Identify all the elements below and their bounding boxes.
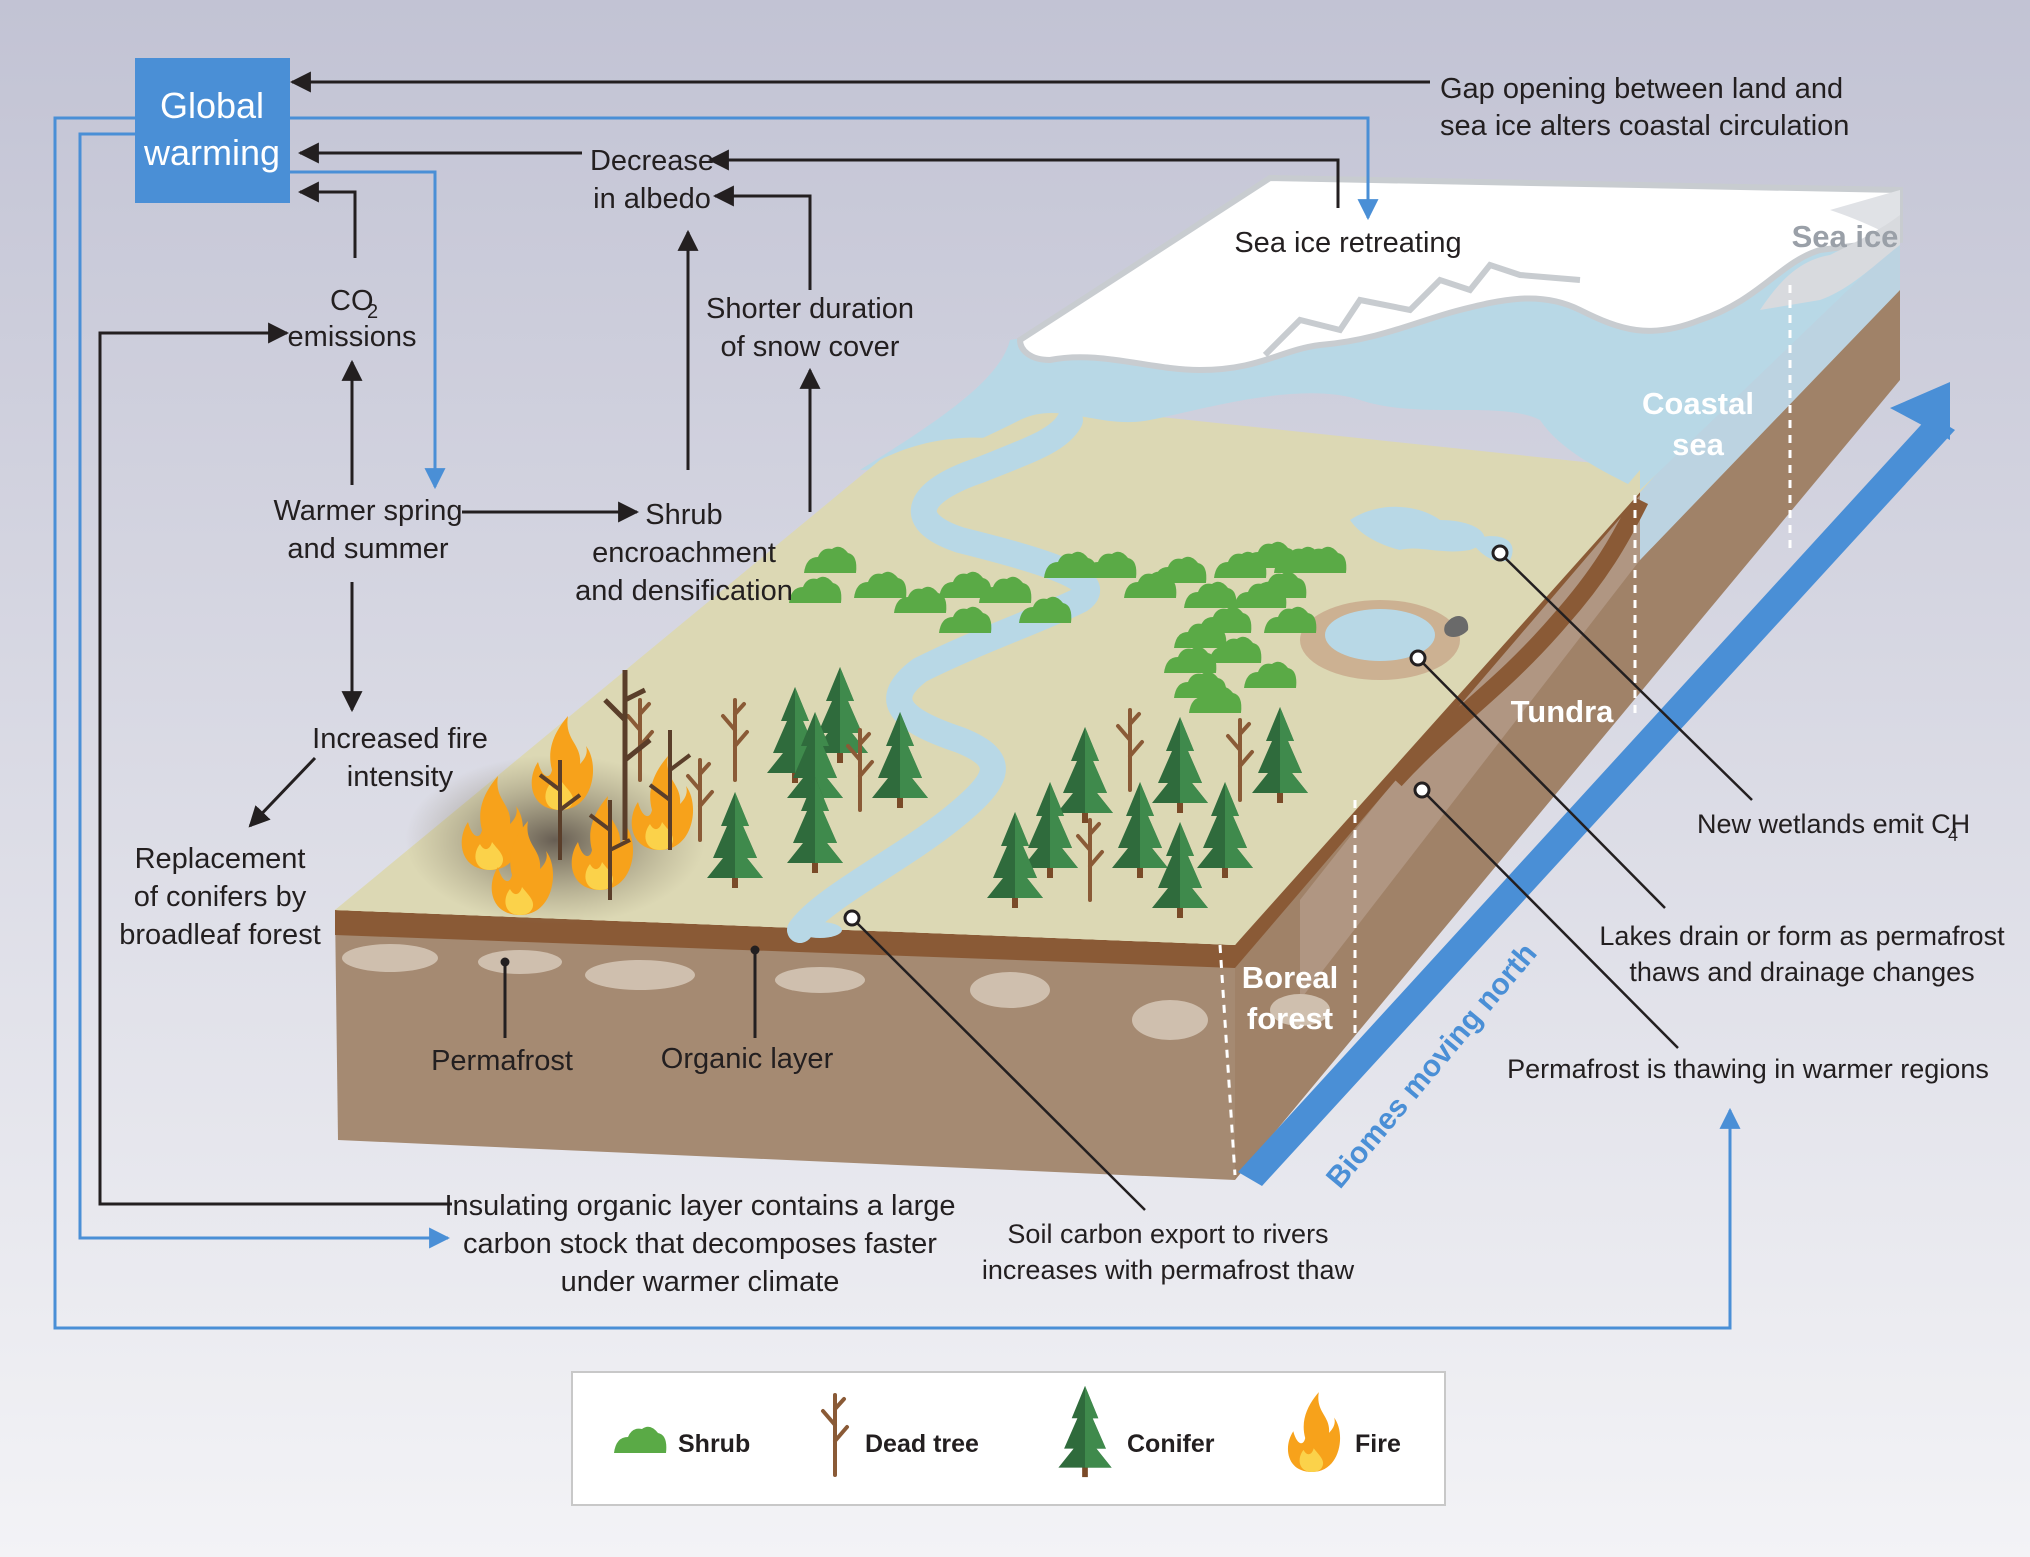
label-new-wetlands: New wetlands emit CH 4 (1697, 809, 1970, 845)
label-soil-carbon: Soil carbon export to rivers increases w… (982, 1219, 1355, 1285)
svg-text:and summer: and summer (287, 533, 449, 565)
svg-text:and densification: and densification (575, 575, 793, 607)
svg-text:increases with permafrost thaw: increases with permafrost thaw (982, 1255, 1355, 1285)
svg-text:Shrub: Shrub (678, 1430, 750, 1458)
label-gap-opening: Gap opening between land and sea ice alt… (1440, 73, 1849, 142)
label-sea-ice-retreating: Sea ice retreating (1234, 227, 1461, 259)
svg-text:carbon stock that decomposes f: carbon stock that decomposes faster (463, 1228, 937, 1260)
svg-text:Dead tree: Dead tree (865, 1430, 979, 1458)
global-warming-box: Global warming (135, 58, 290, 203)
svg-text:sea ice alters coastal circula: sea ice alters coastal circulation (1440, 110, 1849, 142)
flow-arrows (53, 71, 1741, 1330)
svg-text:thaws and drainage changes: thaws and drainage changes (1629, 957, 1974, 987)
svg-text:broadleaf forest: broadleaf forest (119, 919, 321, 951)
label-permafrost: Permafrost (431, 1045, 573, 1077)
callout-lines (851, 552, 1753, 1211)
legend-item-fire: Fire (1287, 1392, 1401, 1472)
landscape-block (335, 174, 1903, 1180)
svg-text:emissions: emissions (288, 321, 417, 353)
svg-text:Shrub: Shrub (645, 499, 722, 531)
svg-text:of snow cover: of snow cover (721, 331, 900, 363)
global-warming-line2: warming (143, 132, 280, 173)
biome-boundaries (1218, 285, 1792, 1176)
label-permafrost-thawing: Permafrost is thawing in warmer regions (1507, 1054, 1989, 1084)
label-decrease-albedo: Decrease in albedo (590, 145, 714, 215)
label-organic-layer: Organic layer (661, 1043, 834, 1075)
label-boreal-forest: Boreal forest (1242, 960, 1338, 1036)
label-increased-fire: Increased fire intensity (312, 723, 488, 793)
svg-text:in albedo: in albedo (593, 183, 711, 215)
svg-text:intensity: intensity (347, 761, 454, 793)
legend: Shrub Dead tree Conifer Fire (571, 1371, 1446, 1506)
svg-text:encroachment: encroachment (592, 537, 776, 569)
svg-text:under warmer climate: under warmer climate (561, 1266, 840, 1298)
labels: Gap opening between land and sea ice alt… (119, 73, 2005, 1298)
svg-text:of conifers by: of conifers by (134, 881, 307, 913)
svg-text:CO: CO (330, 285, 374, 317)
svg-text:Fire: Fire (1355, 1430, 1401, 1458)
label-coastal-sea: Coastal sea (1642, 386, 1754, 462)
burnt-trees (538, 670, 692, 900)
svg-text:Coastal: Coastal (1642, 386, 1754, 421)
global-warming-line1: Global (160, 85, 264, 126)
svg-text:Boreal: Boreal (1242, 960, 1338, 995)
svg-text:4: 4 (1948, 825, 1958, 845)
vegetation (461, 541, 1347, 918)
svg-text:Conifer: Conifer (1127, 1430, 1215, 1458)
legend-item-dead-tree: Dead tree (821, 1393, 979, 1477)
legend-item-conifer: Conifer (1058, 1385, 1215, 1478)
svg-text:New wetlands emit CH: New wetlands emit CH (1697, 809, 1970, 839)
label-tundra: Tundra (1511, 694, 1615, 729)
label-sea-ice: Sea ice (1792, 219, 1899, 254)
label-co2-emissions: CO 2 emissions (288, 285, 417, 353)
svg-text:sea: sea (1672, 427, 1724, 462)
svg-text:Insulating organic layer conta: Insulating organic layer contains a larg… (444, 1190, 955, 1222)
svg-text:Gap opening between land and: Gap opening between land and (1440, 73, 1843, 105)
svg-text:forest: forest (1247, 1001, 1333, 1036)
legend-item-shrub: Shrub (614, 1426, 750, 1458)
label-warmer-spring: Warmer spring and summer (273, 495, 462, 565)
biomes-moving-north-arrow (1238, 382, 1955, 1186)
svg-text:Shorter duration: Shorter duration (706, 293, 914, 325)
callout-dots (500, 544, 1509, 967)
svg-text:Soil carbon export to rivers: Soil carbon export to rivers (1007, 1219, 1328, 1249)
label-shrub-encroachment: Shrub encroachment and densification (575, 499, 793, 607)
label-shorter-snow: Shorter duration of snow cover (706, 293, 914, 363)
svg-text:2: 2 (367, 301, 378, 323)
label-lakes-drain: Lakes drain or form as permafrost thaws … (1599, 921, 2005, 987)
svg-text:Replacement: Replacement (135, 843, 306, 875)
label-replacement: Replacement of conifers by broadleaf for… (119, 843, 321, 951)
svg-text:Decrease: Decrease (590, 145, 714, 177)
label-insulating: Insulating organic layer contains a larg… (444, 1190, 955, 1298)
svg-text:Lakes drain or form as permafr: Lakes drain or form as permafrost (1599, 921, 2005, 951)
svg-text:Warmer spring: Warmer spring (273, 495, 462, 527)
svg-text:Increased fire: Increased fire (312, 723, 488, 755)
